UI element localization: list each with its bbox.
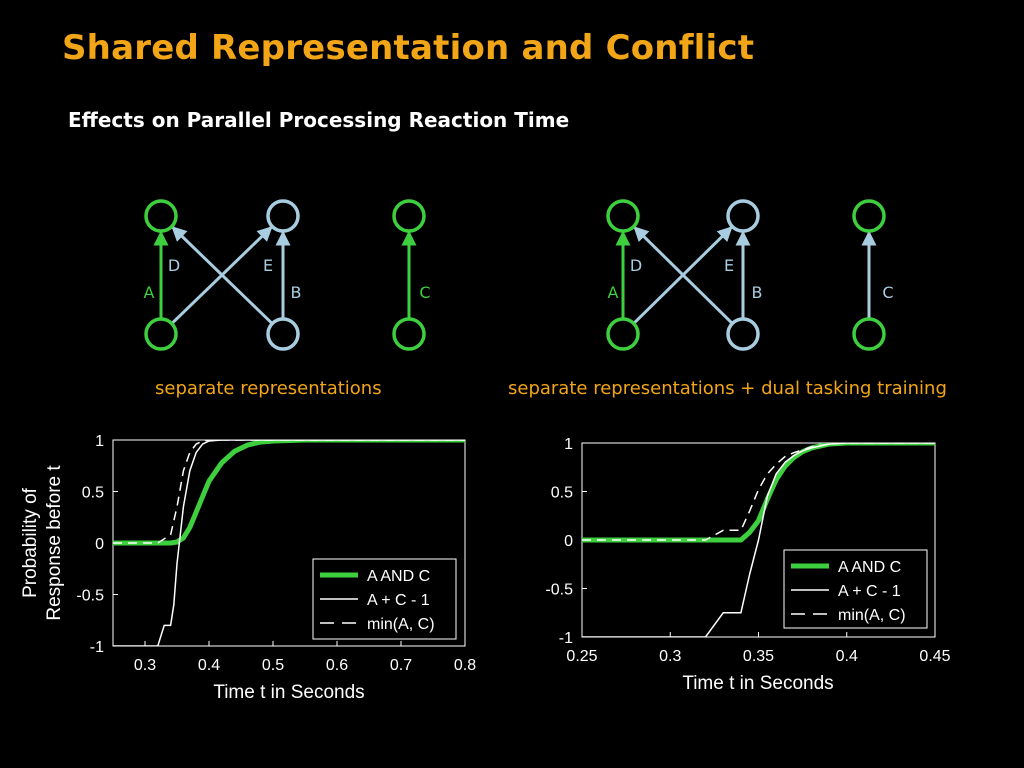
node-top-left xyxy=(606,199,640,233)
edge-label-a: A xyxy=(608,283,619,302)
chart-left: 0.3 0.4 0.5 0.6 0.7 0.8 -1 -0.5 0 0.5 1 Time t in … xyxy=(20,433,476,703)
y-tick-label: 0 xyxy=(564,533,573,550)
edge-label-c: C xyxy=(882,283,893,302)
legend-label-min: min(A, C) xyxy=(367,616,435,633)
legend-label-min: min(A, C) xyxy=(838,607,906,624)
series-line-sum xyxy=(113,440,465,646)
x-tick-label: 0.6 xyxy=(326,657,348,674)
y-tick-label: -0.5 xyxy=(76,588,104,605)
slide-subtitle: Effects on Parallel Processing Reaction … xyxy=(68,108,570,132)
y-tick-label: 0.5 xyxy=(82,485,104,502)
edge-label-e: E xyxy=(263,256,273,275)
node-bot-right xyxy=(852,317,886,351)
x-axis-label-left: Time t in Seconds xyxy=(213,682,364,703)
edge-label-b: B xyxy=(291,283,302,302)
y-axis-label-line2: Response before t xyxy=(44,465,65,621)
diagram-caption-right: separate representations + dual tasking … xyxy=(508,378,947,399)
x-tick-label: 0.3 xyxy=(659,648,681,665)
y-tick-label: 1 xyxy=(95,433,104,450)
edge-label-b: B xyxy=(752,283,763,302)
node-bot-left xyxy=(144,317,178,351)
legend-left: A AND C A + C - 1 min(A, C) xyxy=(312,558,457,640)
x-tick-label: 0.7 xyxy=(390,657,412,674)
x-tick-label: 0.8 xyxy=(454,657,476,674)
legend-box-right xyxy=(783,549,928,629)
x-tick-label: 0.5 xyxy=(262,657,284,674)
node-bot-mid xyxy=(726,317,760,351)
legend-right: A AND C A + C - 1 min(A, C) xyxy=(783,549,928,629)
network-diagram-separate: D E A B C xyxy=(144,199,431,351)
y-tick-label: -0.5 xyxy=(545,582,573,599)
node-top-right xyxy=(852,199,886,233)
edge-label-e: E xyxy=(724,256,734,275)
edge-e-arrow xyxy=(632,226,733,325)
x-axis-label-right: Time t in Seconds xyxy=(682,673,833,694)
node-bot-left xyxy=(606,317,640,351)
x-tick-label: 0.25 xyxy=(566,648,597,665)
node-top-right xyxy=(392,199,426,233)
x-tick-label: 0.35 xyxy=(743,648,774,665)
y-tick-label: 0 xyxy=(95,536,104,553)
y-tick-label: -1 xyxy=(559,630,573,647)
x-tick-label: 0.4 xyxy=(198,657,220,674)
y-tick-label: 1 xyxy=(564,436,573,453)
slide-title: Shared Representation and Conflict xyxy=(62,28,755,68)
x-tick-label: 0.4 xyxy=(836,648,858,665)
chart-right: 0.25 0.3 0.35 0.4 0.45 -1 -0.5 0 0.5 1 Time t in … xyxy=(545,436,950,694)
node-bot-right xyxy=(392,317,426,351)
edge-label-a: A xyxy=(144,283,155,302)
y-tick-label: 0.5 xyxy=(551,485,573,502)
edge-label-d: D xyxy=(630,256,642,275)
node-bot-mid xyxy=(266,317,300,351)
node-top-mid xyxy=(726,199,760,233)
legend-label-and: A AND C xyxy=(367,568,430,585)
edge-e-arrow xyxy=(170,226,273,325)
y-tick-label: -1 xyxy=(90,639,104,656)
diagram-caption-left: separate representations xyxy=(155,378,382,399)
series-line-min xyxy=(582,443,935,541)
legend-label-sum: A + C - 1 xyxy=(367,592,430,609)
y-axis-label-line1: Probability of xyxy=(20,487,41,598)
legend-label-sum: A + C - 1 xyxy=(838,583,901,600)
node-top-left xyxy=(144,199,178,233)
node-top-mid xyxy=(266,199,300,233)
legend-label-and: A AND C xyxy=(838,559,901,576)
edge-label-d: D xyxy=(168,256,180,275)
edge-label-c: C xyxy=(419,283,430,302)
x-tick-label: 0.45 xyxy=(919,648,950,665)
x-tick-label: 0.3 xyxy=(134,657,156,674)
network-diagram-dual-training: D E A B C xyxy=(606,199,894,351)
